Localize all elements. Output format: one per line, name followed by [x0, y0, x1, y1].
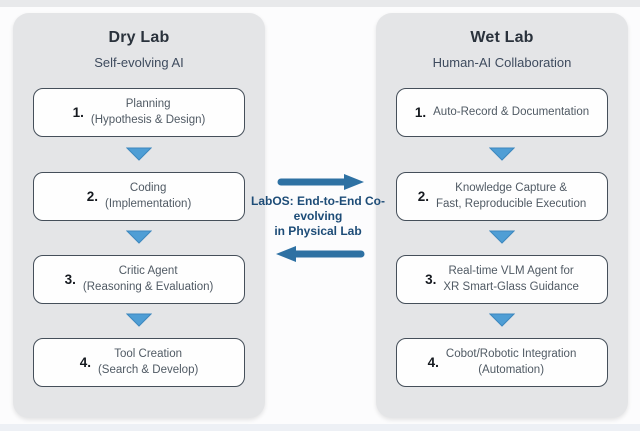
step-text: Cobot/Robotic Integration (Automation)	[445, 348, 577, 376]
wet-lab-subtitle: Human-AI Collaboration	[432, 55, 572, 70]
dry-lab-panel: Dry Lab Self-evolving AI 1. Planning (Hy…	[13, 13, 265, 418]
step-text: Real-time VLM Agent for XR Smart-Glass G…	[443, 265, 579, 293]
down-arrow-icon	[126, 313, 152, 327]
dry-lab-subtitle: Self-evolving AI	[94, 55, 184, 70]
dry-step-4: 4. Tool Creation (Search & Develop)	[33, 338, 245, 387]
center-label-line3: in Physical Lab	[274, 224, 362, 238]
center-label-line2: evolving	[293, 209, 343, 223]
right-arrow-icon	[277, 174, 364, 190]
down-arrow-icon	[489, 230, 515, 244]
wet-step-1: 1. Auto-Record & Documentation	[396, 88, 608, 137]
wet-lab-title: Wet Lab	[470, 29, 534, 46]
wet-step-4: 4. Cobot/Robotic Integration (Automation…	[396, 338, 608, 387]
top-band	[0, 0, 640, 7]
center-label-line1: LabOS: End-to-End Co-	[251, 194, 385, 208]
down-arrow-icon	[126, 230, 152, 244]
step-number: 1.	[72, 105, 84, 120]
step-text: Knowledge Capture & Fast, Reproducible E…	[436, 182, 587, 210]
wet-step-3: 3. Real-time VLM Agent for XR Smart-Glas…	[396, 255, 608, 304]
step-number: 1.	[414, 105, 427, 120]
down-arrow-icon	[489, 313, 515, 327]
wet-lab-panel: Wet Lab Human-AI Collaboration 1. Auto-R…	[376, 13, 628, 418]
wet-step-2: 2. Knowledge Capture & Fast, Reproducibl…	[396, 172, 608, 221]
down-arrow-icon	[126, 147, 152, 161]
step-text: Critic Agent (Reasoning & Evaluation)	[82, 265, 214, 293]
step-number: 3.	[64, 272, 76, 287]
left-arrow-icon	[276, 246, 365, 262]
step-text: Auto-Record & Documentation	[433, 105, 590, 118]
step-number: 2.	[86, 189, 98, 204]
dry-lab-title: Dry Lab	[108, 29, 170, 46]
dry-step-2: 2. Coding (Implementation)	[33, 172, 245, 221]
step-text: Planning (Hypothesis & Design)	[90, 98, 206, 126]
center-label: LabOS: End-to-End Co- evolving in Physic…	[250, 194, 386, 239]
dry-step-3: 3. Critic Agent (Reasoning & Evaluation)	[33, 255, 245, 304]
step-number: 3.	[425, 272, 437, 287]
bottom-band	[0, 424, 640, 431]
step-number: 4.	[427, 355, 439, 370]
step-number: 2.	[417, 189, 430, 204]
step-text: Coding (Implementation)	[104, 182, 192, 210]
step-text: Tool Creation (Search & Develop)	[97, 348, 199, 376]
dry-step-1: 1. Planning (Hypothesis & Design)	[33, 88, 245, 137]
down-arrow-icon	[489, 147, 515, 161]
step-number: 4.	[79, 355, 91, 370]
